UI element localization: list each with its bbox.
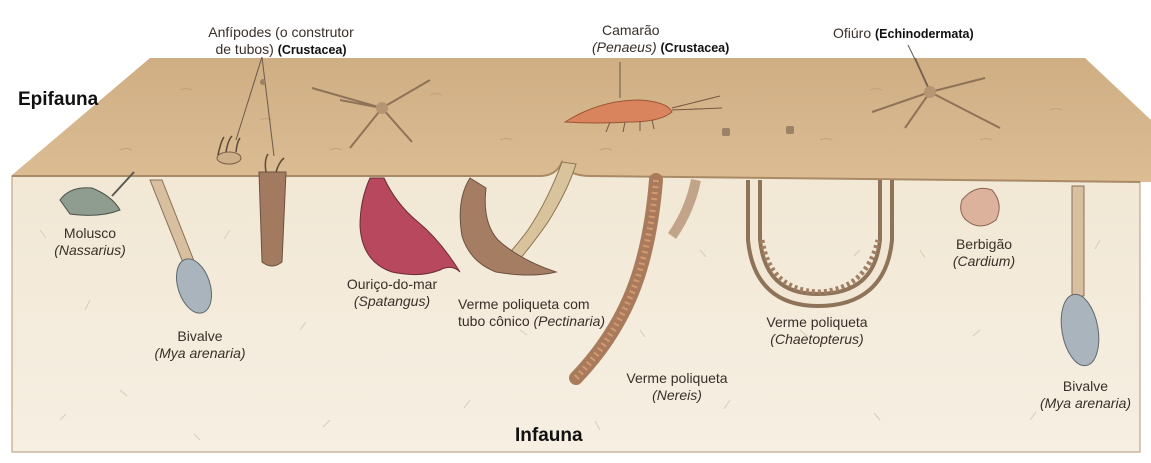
verme-chaeto-label: Verme poliqueta (Chaetopterus) <box>752 314 882 348</box>
verme-conico-line2: tubo cônico <box>458 313 530 329</box>
verme-conico-line2-wrap: tubo cônico (Pectinaria) <box>458 313 605 330</box>
bivalve-left-label: Bivalve (Mya arenaria) <box>140 328 260 362</box>
verme-chaeto-name: Verme poliqueta <box>752 314 882 331</box>
camarao-label: Camarão (Penaeus) (Crustacea) <box>592 22 762 57</box>
anfipodes-label: Anfípodes (o construtor de tubos) (Crust… <box>186 24 376 59</box>
camarao-group: (Crustacea) <box>661 41 730 55</box>
camarao-scientific-wrap: (Penaeus) <box>592 39 657 55</box>
camarao-name: Camarão <box>592 22 762 39</box>
camarao-scientific: Penaeus <box>597 39 652 55</box>
anfipodes-line2: de tubos) <box>215 41 273 57</box>
ourico-scientific: (Spatangus) <box>332 293 452 310</box>
anfipodes-line2-wrap: de tubos) (Crustacea) <box>186 41 376 59</box>
molusco-label: Molusco (Nassarius) <box>40 225 140 259</box>
verme-nereis-scientific: (Nereis) <box>612 387 742 404</box>
ofiuro-group: (Echinodermata) <box>875 27 974 41</box>
bivalve-left-scientific: (Mya arenaria) <box>140 345 260 362</box>
ourico-name: Ouriço-do-mar <box>332 276 452 293</box>
berbigao-scientific: (Cardium) <box>934 253 1034 270</box>
epifauna-label: Epifauna <box>18 89 98 111</box>
infauna-label: Infauna <box>515 425 583 447</box>
camarao-line2: (Penaeus) (Crustacea) <box>592 39 762 57</box>
bivalve-left-name: Bivalve <box>140 328 260 345</box>
verme-conico-scientific: (Pectinaria) <box>534 313 606 329</box>
verme-nereis-label: Verme poliqueta (Nereis) <box>612 370 742 404</box>
anfipodes-line1: Anfípodes (o construtor <box>186 24 376 41</box>
molusco-scientific: (Nassarius) <box>40 242 140 259</box>
bivalve-right-scientific: (Mya arenaria) <box>1028 395 1143 412</box>
verme-chaeto-scientific: (Chaetopterus) <box>752 331 882 348</box>
bivalve-right-label: Bivalve (Mya arenaria) <box>1028 378 1143 412</box>
verme-conico-line1: Verme poliqueta com <box>458 296 605 313</box>
molusco-name: Molusco <box>40 225 140 242</box>
berbigao-name: Berbigão <box>934 236 1034 253</box>
bivalve-right-name: Bivalve <box>1028 378 1143 395</box>
verme-conico-label: Verme poliqueta com tubo cônico (Pectina… <box>458 296 605 330</box>
ofiuro-label: Ofiúro (Echinodermata) <box>833 25 974 43</box>
ourico-label: Ouriço-do-mar (Spatangus) <box>332 276 452 310</box>
verme-nereis-name: Verme poliqueta <box>612 370 742 387</box>
ofiuro-name: Ofiúro <box>833 25 871 41</box>
berbigao-label: Berbigão (Cardium) <box>934 236 1034 270</box>
anfipodes-group: (Crustacea) <box>278 43 347 57</box>
